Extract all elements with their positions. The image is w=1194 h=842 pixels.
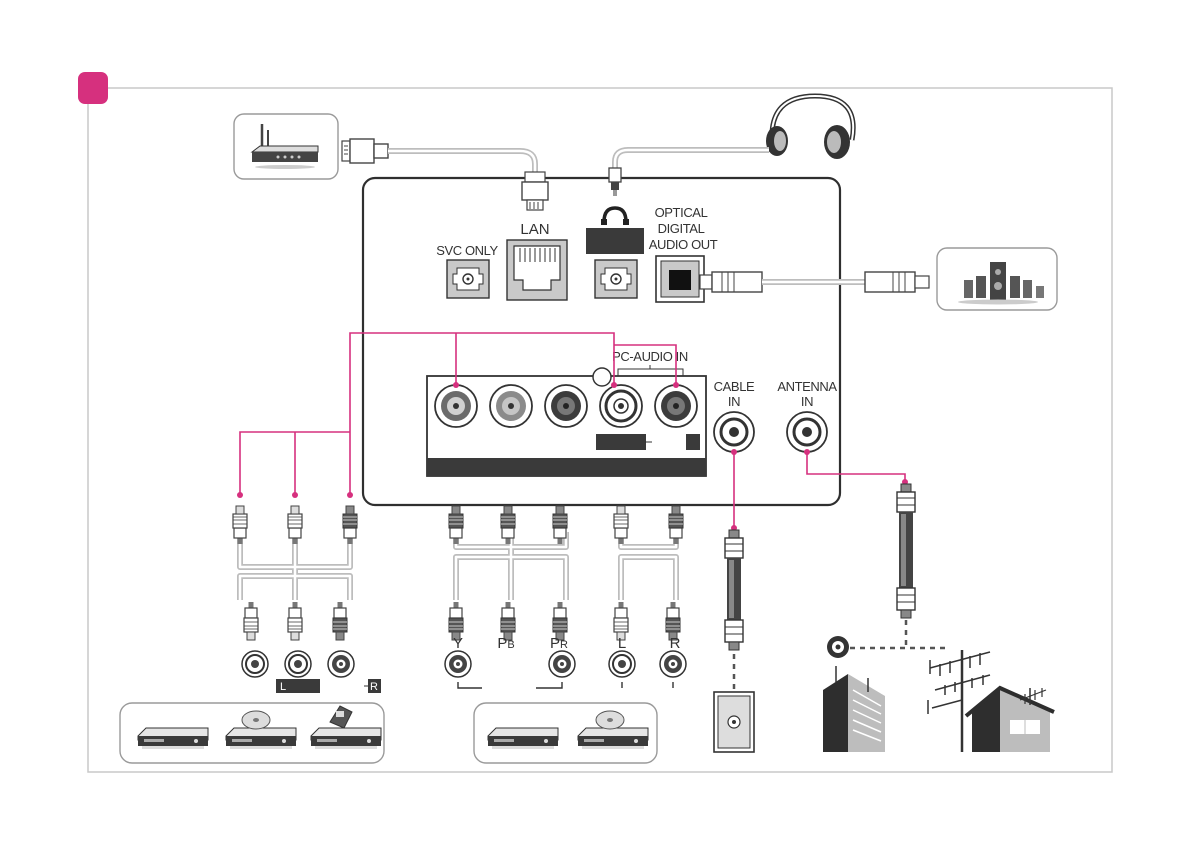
lan-label: LAN <box>520 221 549 238</box>
headphones-icon <box>766 96 853 159</box>
cable-in-jack <box>714 412 754 452</box>
cable-in-label-line2: IN <box>728 394 740 409</box>
component-jack-r <box>660 651 686 677</box>
dvd-player-icon <box>138 728 208 749</box>
composite-devices-box <box>120 703 384 763</box>
lan-port <box>507 240 567 300</box>
jack-audio-l <box>600 385 642 427</box>
component-cable <box>449 506 567 640</box>
composite-cable <box>233 506 357 640</box>
antenna-in-label-line2: IN <box>801 394 813 409</box>
composite-jack-l <box>285 651 311 677</box>
jack-pr <box>545 385 587 427</box>
router-device <box>234 114 338 179</box>
component-jack-y <box>445 651 471 677</box>
building-icon <box>823 666 885 752</box>
cable-in-label-line1: CABLE <box>714 379 755 394</box>
optical-port <box>656 256 704 302</box>
component-pr-label: PR <box>550 635 568 652</box>
dvd-player-icon <box>488 728 558 749</box>
component-l-label: L <box>618 635 626 652</box>
jack-pb <box>490 385 532 427</box>
antenna-coax <box>850 484 945 648</box>
audio-cable <box>614 506 683 640</box>
component-devices-box <box>474 703 657 763</box>
composite-jack-r <box>328 651 354 677</box>
antenna-in-label-line1: ANTENNA <box>777 379 837 394</box>
composite-jack-video <box>242 651 268 677</box>
speaker-system-device <box>937 248 1057 310</box>
jack-audio-r <box>655 385 697 427</box>
satellite-dish-icon <box>827 636 849 658</box>
cable-coax <box>725 530 743 690</box>
wall-outlet-icon <box>714 692 754 752</box>
corner-tab <box>78 72 108 104</box>
component-r-label: R <box>670 635 681 652</box>
component-y-label: Y <box>453 635 463 652</box>
house-icon <box>966 688 1054 752</box>
composite-r-tag: R <box>370 681 378 693</box>
svc-only-port <box>447 260 489 298</box>
antenna-in-jack <box>787 412 827 452</box>
optical-label-line3: AUDIO OUT <box>649 237 718 252</box>
svc-only-label: SVC ONLY <box>436 243 498 258</box>
component-jack-pr <box>549 651 575 677</box>
optical-label-line2: DIGITAL <box>658 221 705 236</box>
optical-label-line1: OPTICAL <box>655 205 708 220</box>
composite-l-tag: L <box>280 681 286 693</box>
composite-tags: L R <box>276 679 381 693</box>
component-jack-l <box>609 651 635 677</box>
jack-y <box>435 385 477 427</box>
